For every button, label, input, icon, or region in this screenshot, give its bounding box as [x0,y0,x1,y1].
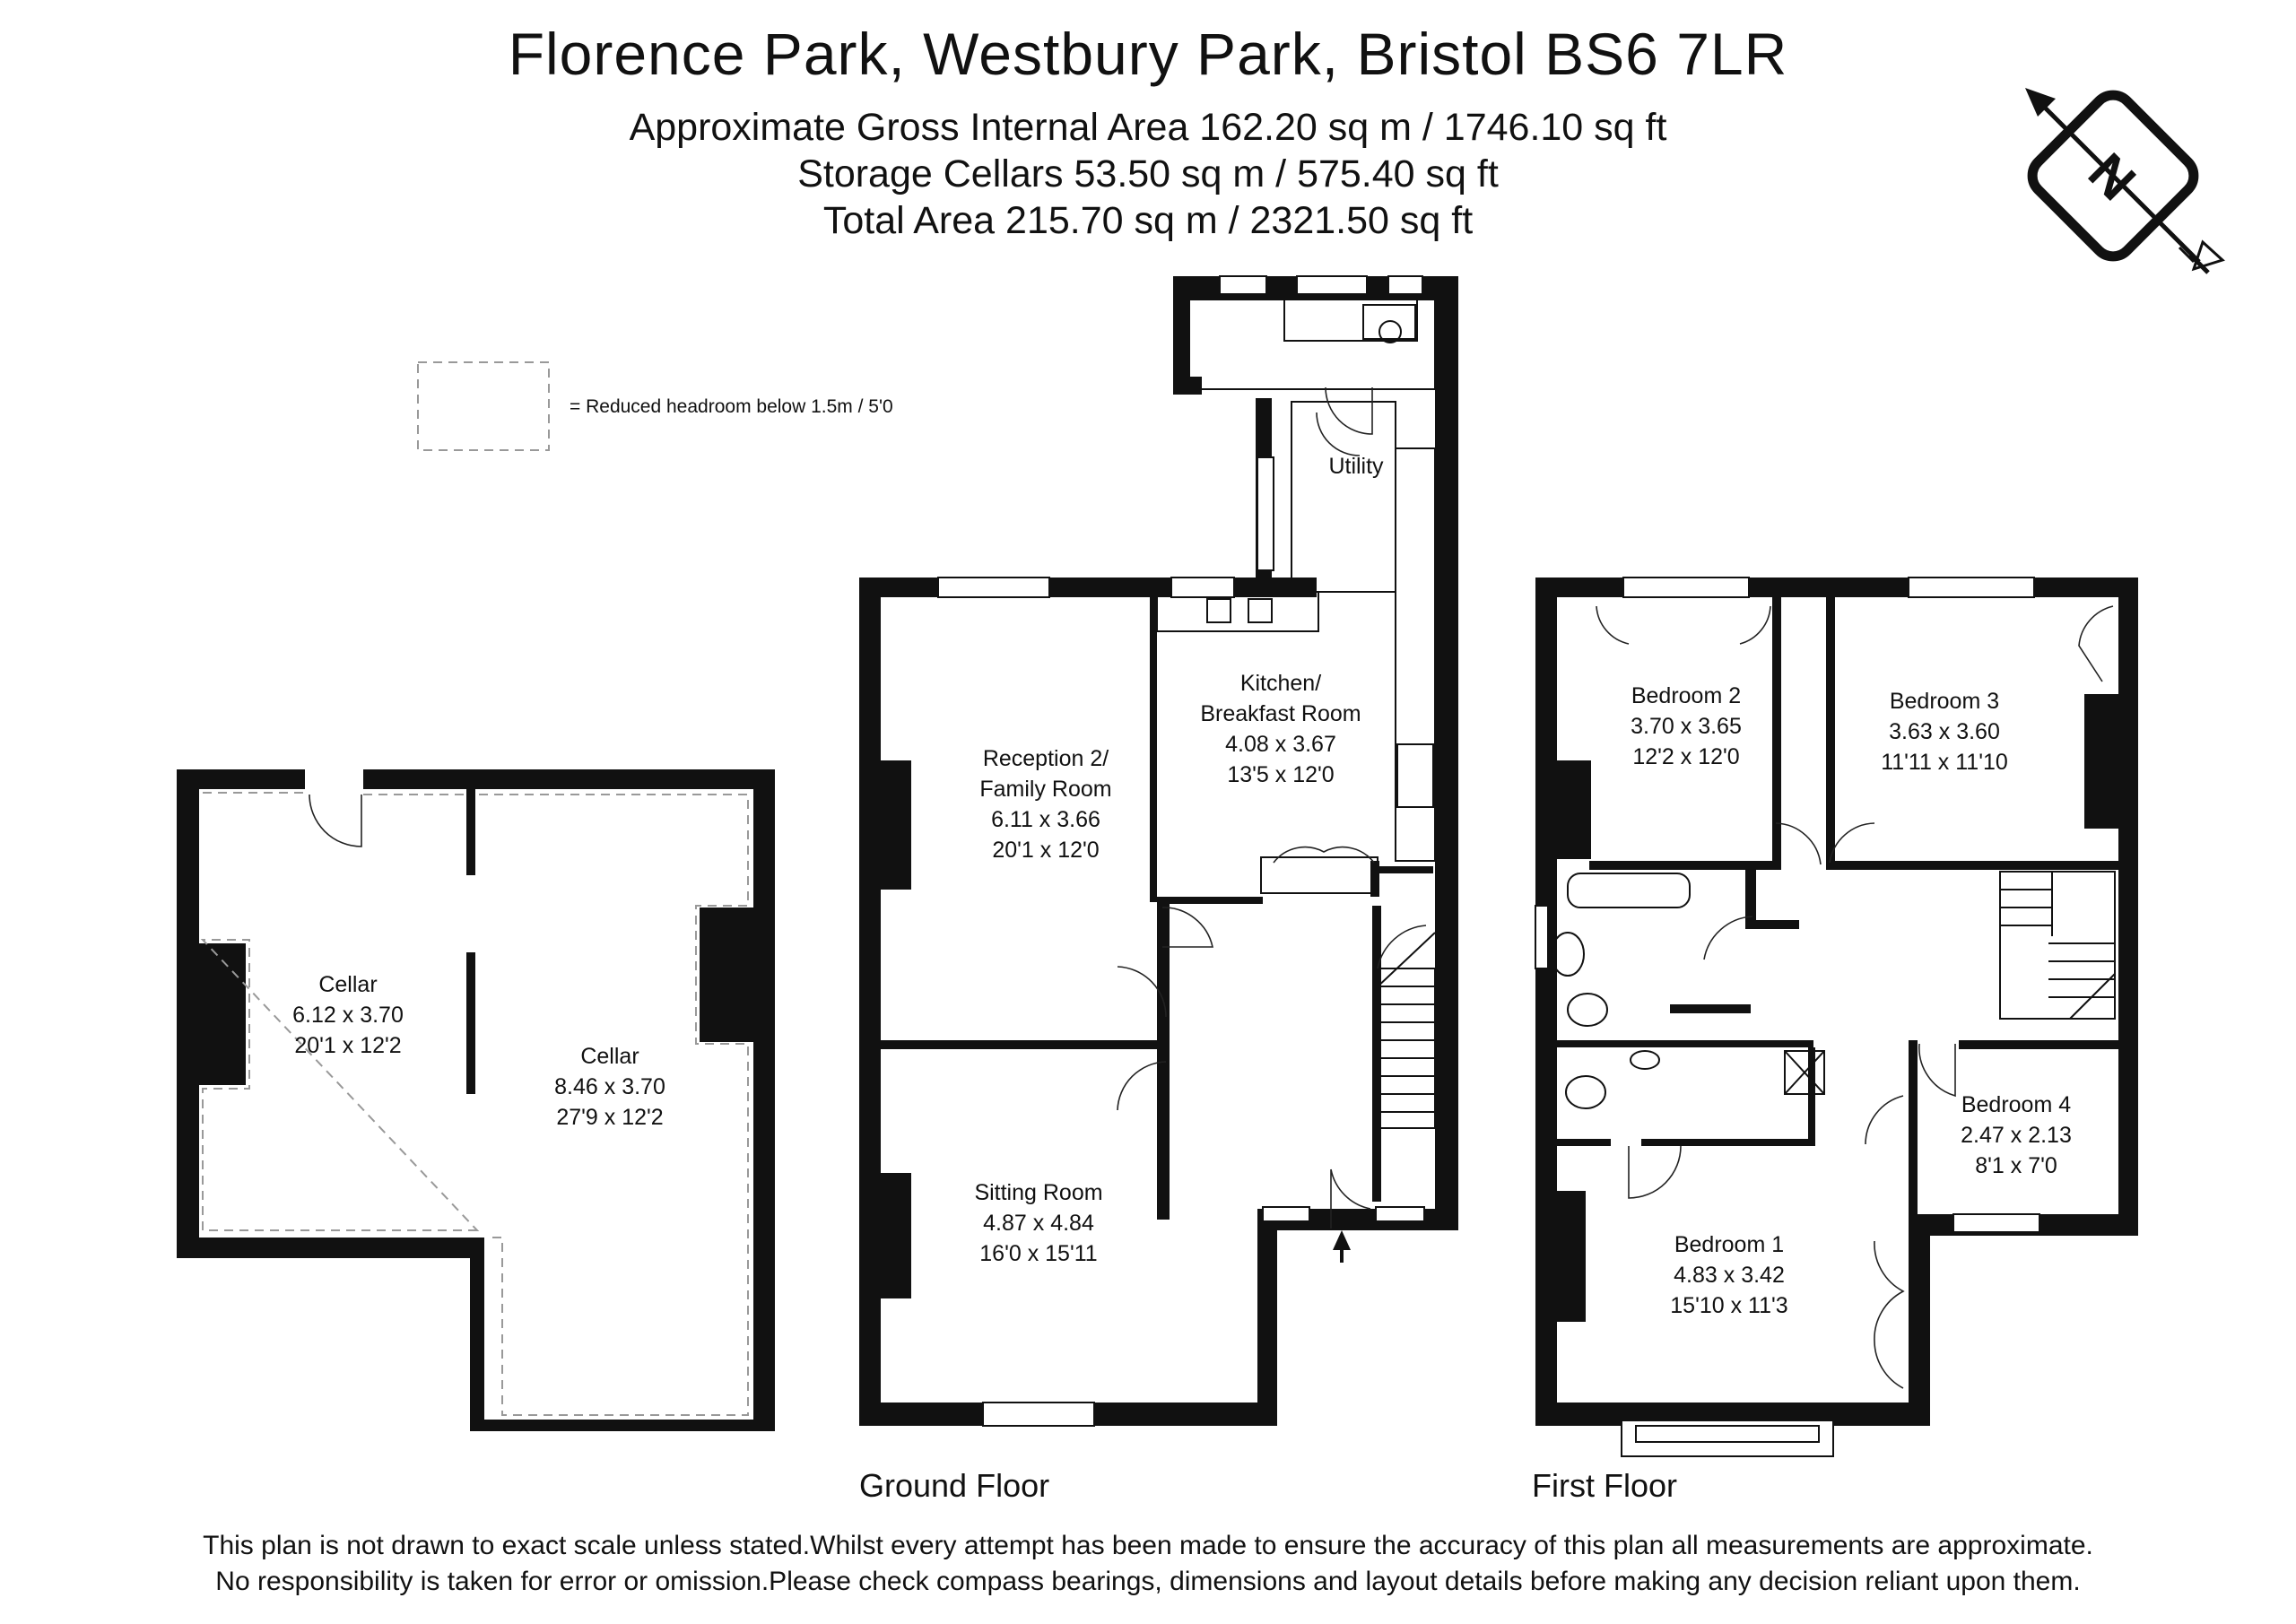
room-name: Bedroom 3 [1890,689,1999,714]
room-imperial: 20'1 x 12'2 [294,1033,401,1058]
cellar-floor [177,769,775,1431]
room-name: Utility [1328,454,1384,479]
room-name: Sitting Room [974,1180,1102,1205]
room-imperial: 13'5 x 12'0 [1227,762,1334,787]
cellar-right-label: Cellar 8.46 x 3.70 27'9 x 12'2 [554,1044,665,1130]
room-imperial: 11'11 x 11'10 [1881,750,2008,775]
room-metric: 6.11 x 3.66 [991,807,1100,832]
room-metric: 2.47 x 2.13 [1961,1123,2072,1148]
room-metric: 3.63 x 3.60 [1889,719,2000,744]
room-imperial: 12'2 x 12'0 [1632,744,1739,769]
bedroom-3-label: Bedroom 3 3.63 x 3.60 11'11 x 11'10 [1881,689,2008,775]
room-imperial: 16'0 x 15'11 [979,1241,1097,1266]
staircase-ground [1373,932,1436,1129]
first-floor [1535,577,2138,1457]
kitchen-label: Kitchen/ Breakfast Room 4.08 x 3.67 13'5… [1200,671,1361,787]
room-metric: 4.87 x 4.84 [983,1211,1094,1236]
sitting-room-label: Sitting Room 4.87 x 4.84 16'0 x 15'11 [974,1180,1102,1266]
headroom-legend-text: = Reduced headroom below 1.5m / 5'0 [570,396,893,417]
room-name: Bedroom 4 [1961,1092,2071,1117]
room-name: Cellar [580,1044,639,1069]
disclaimer-line-2: No responsibility is taken for error or … [215,1567,2081,1596]
room-name: Reception 2/ [983,746,1109,771]
room-name-2: Breakfast Room [1200,701,1361,726]
cellar-area-text: Storage Cellars 53.50 sq m / 575.40 sq f… [797,152,1499,195]
total-area-text: Total Area 215.70 sq m / 2321.50 sq ft [822,199,1474,242]
gross-area-text: Approximate Gross Internal Area 162.20 s… [629,106,1667,149]
cellar-left-label: Cellar 6.12 x 3.70 20'1 x 12'2 [292,972,404,1058]
ground-floor [859,275,1458,1427]
room-imperial: 15'10 x 11'3 [1670,1293,1787,1318]
room-imperial: 27'9 x 12'2 [556,1105,663,1130]
utility-label: Utility [1328,454,1384,479]
staircase-first [1999,871,2116,1020]
first-floor-label: First Floor [1532,1467,1677,1504]
bedroom-4-label: Bedroom 4 2.47 x 2.13 8'1 x 7'0 [1961,1092,2072,1178]
headroom-legend: = Reduced headroom below 1.5m / 5'0 [417,361,893,451]
room-metric: 6.12 x 3.70 [292,1003,404,1028]
room-metric: 4.08 x 3.67 [1225,732,1336,757]
room-name-2: Family Room [979,777,1111,802]
headroom-legend-swatch [417,361,550,451]
room-name: Cellar [318,972,377,997]
ground-floor-label: Ground Floor [859,1467,1050,1504]
reception-label: Reception 2/ Family Room 6.11 x 3.66 20'… [979,746,1111,863]
room-name: Bedroom 2 [1631,683,1741,708]
north-arrow-icon: N [2025,88,2225,274]
plan-title: Florence Park, Westbury Park, Bristol BS… [508,21,1788,87]
room-name: Bedroom 1 [1674,1232,1784,1257]
room-name: Kitchen/ [1240,671,1321,696]
bedroom-1-label: Bedroom 1 4.83 x 3.42 15'10 x 11'3 [1670,1232,1787,1318]
room-metric: 4.83 x 3.42 [1674,1263,1785,1288]
room-imperial: 20'1 x 12'0 [992,838,1099,863]
room-metric: 3.70 x 3.65 [1631,714,1742,739]
bedroom-2-label: Bedroom 2 3.70 x 3.65 12'2 x 12'0 [1631,683,1742,769]
room-metric: 8.46 x 3.70 [554,1074,665,1099]
disclaimer-line-1: This plan is not drawn to exact scale un… [203,1531,2093,1560]
room-imperial: 8'1 x 7'0 [1975,1153,2057,1178]
